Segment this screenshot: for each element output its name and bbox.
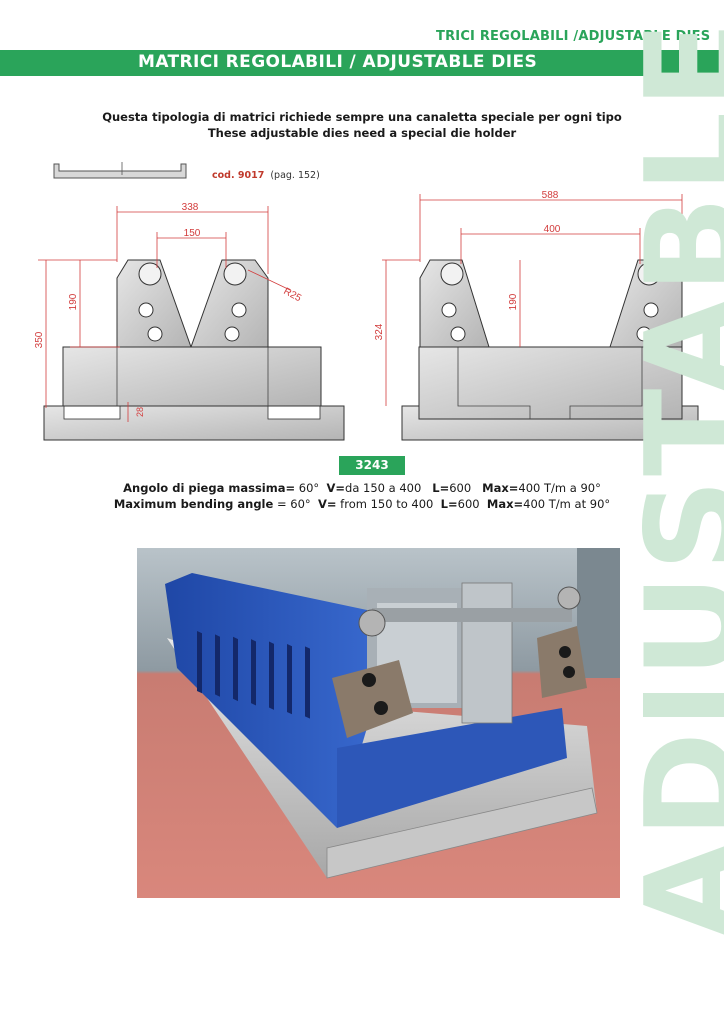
dim-base-left: 28 [135, 407, 145, 417]
product-photo [137, 548, 620, 898]
specs-english: Maximum bending angle = 60° V= from 150 … [0, 497, 724, 511]
spec-en-angle-label: Maximum bending angle [113, 497, 274, 511]
specs-italian: Angolo di piega massima= 60° V=da 150 a … [0, 481, 724, 495]
spec-it-angle-label: Angolo di piega massima= [123, 481, 296, 495]
die-holder-profile [53, 162, 187, 179]
watermark-text: ADJUSTABLE [619, 17, 724, 940]
holder-code: cod. 9017 [212, 170, 265, 181]
dim-radius-left: R25 [282, 286, 304, 305]
dim-upper-right: 190 [508, 293, 519, 310]
spec-en-max-value: 400 T/m at 90° [523, 497, 611, 511]
dim-v-right: 400 [544, 224, 561, 235]
drawing-right: 588 400 324 190 [374, 190, 699, 441]
spec-it-max-value: 400 T/m a 90° [518, 481, 601, 495]
spec-en-v-value: from 150 to 400 [336, 497, 434, 511]
title-bar: MATRICI REGOLABILI / ADJUSTABLE DIES [0, 50, 724, 76]
spec-it-l-label: L= [432, 481, 450, 495]
spec-en-l-value: 600 [457, 497, 480, 511]
product-code-badge: 3243 [339, 456, 405, 475]
spec-it-max-label: Max= [482, 481, 519, 495]
dim-height-right: 324 [374, 323, 385, 340]
spec-en-angle-value: = 60° [273, 497, 311, 511]
dim-height-left: 350 [34, 331, 45, 348]
spec-it-angle-value: 60° [295, 481, 320, 495]
dim-width-left: 338 [182, 202, 199, 213]
spec-it-v-value: da 150 a 400 [345, 481, 422, 495]
dim-v-left: 150 [184, 228, 201, 239]
dim-width-right: 588 [542, 190, 559, 201]
drawing-left: 338 150 R25 350 190 28 [34, 202, 345, 441]
intro-italian: Questa tipologia di matrici richiede sem… [102, 110, 622, 124]
intro-english: These adjustable dies need a special die… [207, 126, 517, 140]
spec-it-l-value: 600 [449, 481, 472, 495]
spec-en-l-label: L= [440, 497, 458, 511]
holder-page-ref: (pag. 152) [270, 170, 320, 181]
header-tag: TRICI REGOLABILI /ADJUSTABLE DIES [436, 29, 711, 44]
page-title: MATRICI REGOLABILI / ADJUSTABLE DIES [138, 52, 538, 72]
dim-upper-left: 190 [68, 293, 79, 310]
spec-en-max-label: Max= [486, 497, 524, 511]
holder-code-line: cod. 9017 (pag. 152) [212, 170, 320, 181]
spec-it-v-label: V= [326, 481, 346, 495]
spec-en-v-label: V= [317, 497, 337, 511]
